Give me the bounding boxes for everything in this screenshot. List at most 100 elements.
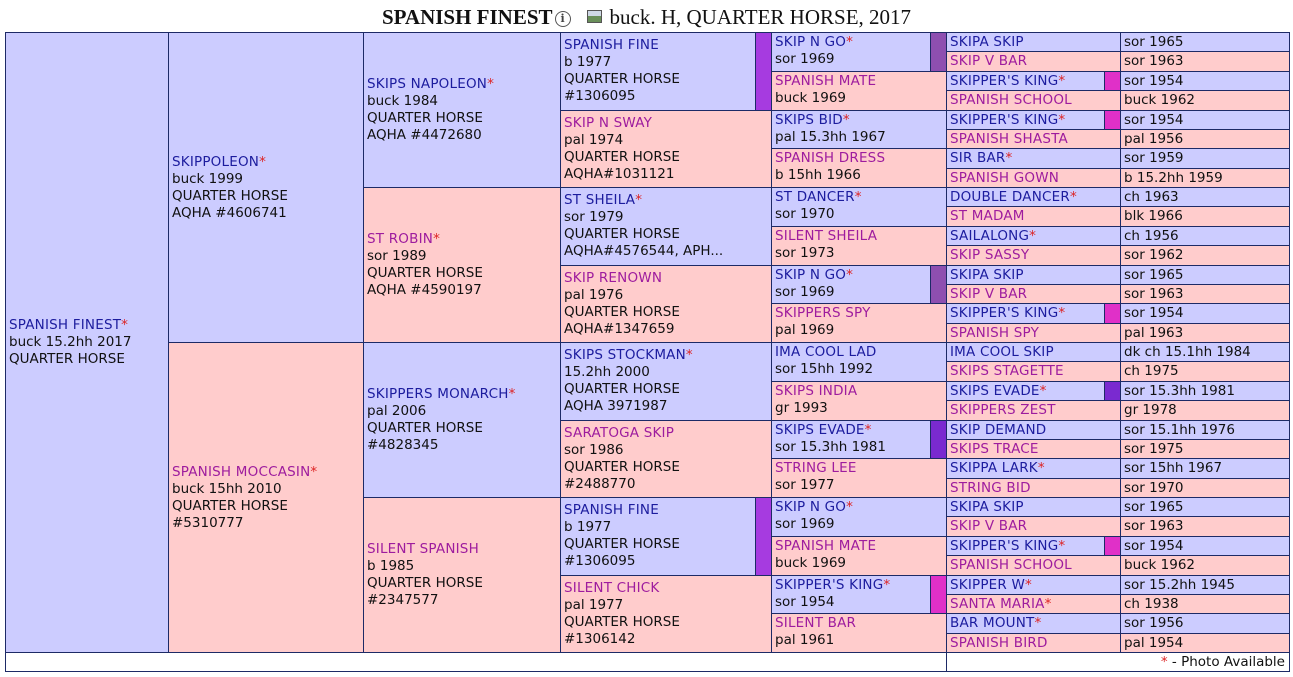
- horse-name-link[interactable]: SKIP V BAR: [950, 518, 1028, 535]
- horse-name-link[interactable]: ST ROBIN: [367, 231, 434, 247]
- photo-star: *: [433, 231, 440, 247]
- horse-name-link[interactable]: SKIPA SKIP: [950, 499, 1024, 515]
- horse-detail-line: QUARTER HORSE: [564, 458, 680, 475]
- horse-name-link[interactable]: SPANISH BIRD: [950, 634, 1048, 651]
- horse-name-line: SKIPA SKIP: [950, 33, 1117, 51]
- horse-name-line: SILENT BAR: [775, 615, 943, 632]
- horse-name-link[interactable]: SKIPPER'S KING: [950, 111, 1059, 128]
- horse-name-link[interactable]: STRING BID: [950, 479, 1031, 496]
- info-icon[interactable]: i: [554, 11, 571, 27]
- horse-name-link[interactable]: SAILALONG: [950, 227, 1030, 244]
- horse-name-link[interactable]: SKIPS EVADE: [775, 421, 865, 438]
- photo-icon[interactable]: [586, 10, 602, 23]
- horse-name-link[interactable]: SPANISH FINE: [564, 502, 659, 519]
- horse-name-link[interactable]: SKIPPER'S KING: [950, 537, 1059, 554]
- pedigree-cell-gen5-15: SKIPPER'S KING*sor 1954: [771, 574, 947, 615]
- horse-name-link[interactable]: ST SHEILA: [564, 192, 636, 209]
- horse-name-link[interactable]: SKIPS BID: [775, 111, 843, 128]
- horse-name-link[interactable]: SARATOGA SKIP: [564, 424, 675, 441]
- horse-detail-line: QUARTER HORSE: [564, 536, 680, 553]
- horse-detail-line: pal 1961: [775, 632, 835, 649]
- horse-name-link[interactable]: SKIP N GO: [775, 499, 847, 515]
- horse-name-link[interactable]: SKIPS INDIA: [775, 382, 858, 399]
- horse-detail-line: pal 1963: [1124, 324, 1184, 341]
- horse-name-link[interactable]: SPANISH GOWN: [950, 169, 1060, 186]
- horse-name-link[interactable]: SILENT BAR: [775, 615, 857, 632]
- horse-name-link[interactable]: SANTA MARIA: [950, 595, 1045, 612]
- horse-name-link[interactable]: SKIPPOLEON: [172, 153, 260, 170]
- pedigree-cell-gen6-4: SPANISH SCHOOL: [946, 90, 1121, 111]
- horse-name-link[interactable]: SKIP SASSY: [950, 247, 1030, 264]
- horse-name-link[interactable]: SPANISH SHASTA: [950, 130, 1068, 147]
- horse-name-link[interactable]: SPANISH FINE: [564, 37, 659, 54]
- horse-detail-line: sor 1954: [1124, 72, 1184, 89]
- horse-detail-line: QUARTER HORSE: [564, 71, 680, 88]
- horse-name-line: SKIPPERS SPY: [775, 305, 943, 322]
- horse-name-link[interactable]: SKIPPER W: [950, 576, 1026, 593]
- horse-name-link[interactable]: SPANISH MOCCASIN: [172, 463, 311, 480]
- horse-name-link[interactable]: SKIP N GO: [775, 266, 847, 283]
- horse-name-line: SIR BAR*: [950, 149, 1117, 167]
- horse-name-link[interactable]: SKIP N SWAY: [564, 114, 653, 131]
- horse-name-line: SKIPA SKIP: [950, 266, 1117, 284]
- horse-name-link[interactable]: SKIPS EVADE: [950, 382, 1040, 399]
- horse-name-link[interactable]: STRING LEE: [775, 460, 857, 477]
- horse-name-link[interactable]: SKIPPER'S KING: [775, 576, 884, 593]
- pedigree-cell-gen6-27: SKIPPER'S KING*: [946, 535, 1121, 557]
- pedigree-cell-gen5-5: ST DANCER*sor 1970: [771, 187, 947, 227]
- title-horse-name[interactable]: SPANISH FINEST: [381, 5, 553, 29]
- horse-name-link[interactable]: SPANISH SPY: [950, 324, 1040, 341]
- horse-name-line: SKIPS STAGETTE: [950, 362, 1117, 380]
- horse-name-link[interactable]: SILENT CHICK: [564, 579, 660, 596]
- horse-name-link[interactable]: SKIPPERS ZEST: [950, 402, 1056, 419]
- horse-name-link[interactable]: SILENT SPANISH: [367, 541, 479, 557]
- horse-name-link[interactable]: SKIPPERS SPY: [775, 305, 871, 322]
- horse-name-link[interactable]: SKIP V BAR: [950, 53, 1028, 70]
- horse-name-link[interactable]: SKIP V BAR: [950, 285, 1028, 302]
- pedigree-cell-gen6-13: SKIPA SKIP: [946, 264, 1121, 285]
- photo-legend: * - Photo Available: [1161, 654, 1285, 670]
- horse-name-link[interactable]: SKIP DEMAND: [950, 421, 1047, 438]
- horse-name-link[interactable]: SKIPS TRACE: [950, 440, 1039, 457]
- photo-star: *: [842, 111, 850, 128]
- horse-name-link[interactable]: SKIP N GO: [775, 34, 847, 50]
- horse-name-link[interactable]: BAR MOUNT: [950, 615, 1035, 632]
- horse-name-link[interactable]: SKIPS STOCKMAN: [564, 347, 686, 364]
- horse-name-link[interactable]: SPANISH SCHOOL: [950, 557, 1072, 574]
- horse-name-link[interactable]: SPANISH MATE: [775, 72, 877, 89]
- horse-name-link[interactable]: SKIP RENOWN: [564, 269, 663, 286]
- horse-detail-line: buck 15hh 2010: [172, 480, 282, 497]
- horse-name-link[interactable]: SKIPA SKIP: [950, 34, 1024, 50]
- horse-name-link[interactable]: SIR BAR: [950, 150, 1006, 167]
- horse-name-link[interactable]: SKIPPER'S KING: [950, 72, 1059, 89]
- horse-name-link[interactable]: ST MADAM: [950, 208, 1025, 225]
- horse-name-link[interactable]: SPANISH FINEST: [9, 317, 122, 333]
- horse-detail-line: buck 1962: [1124, 557, 1196, 574]
- horse-name-link[interactable]: SKIPPERS MONARCH: [367, 386, 509, 402]
- horse-name-link[interactable]: SPANISH SCHOOL: [950, 92, 1072, 109]
- horse-name-link[interactable]: ST DANCER: [775, 189, 855, 205]
- horse-name-link[interactable]: SPANISH MATE: [775, 537, 877, 554]
- horse-name-link[interactable]: SILENT SHEILA: [775, 227, 878, 244]
- inbreeding-marker: [930, 419, 947, 460]
- horse-name-link[interactable]: IMA COOL SKIP: [950, 344, 1054, 360]
- horse-name-link[interactable]: SKIPA SKIP: [950, 266, 1024, 283]
- horse-name-link[interactable]: SPANISH DRESS: [775, 150, 886, 167]
- pedigree-cell-gen6-info: b 15.2hh 1959: [1120, 167, 1290, 188]
- horse-name-link[interactable]: SKIPS NAPOLEON: [367, 76, 488, 92]
- horse-name-link[interactable]: SKIPPER'S KING: [950, 305, 1059, 322]
- pedigree-cell-gen5-3: SKIPS BID*pal 15.3hh 1967: [771, 109, 947, 150]
- horse-name-link[interactable]: SKIPS STAGETTE: [950, 363, 1064, 380]
- horse-detail-line: sor 15.3hh 1981: [1124, 382, 1235, 399]
- horse-name-link[interactable]: SKIPPA LARK: [950, 460, 1038, 477]
- horse-detail-line: gr 1993: [775, 399, 828, 416]
- horse-name-line: SPANISH FINE: [564, 502, 768, 519]
- horse-name-link[interactable]: DOUBLE DANCER: [950, 189, 1070, 205]
- inbreeding-marker: [930, 264, 947, 305]
- horse-detail-line: pal 1956: [1124, 130, 1184, 147]
- horse-name-link[interactable]: IMA COOL LAD: [775, 344, 877, 360]
